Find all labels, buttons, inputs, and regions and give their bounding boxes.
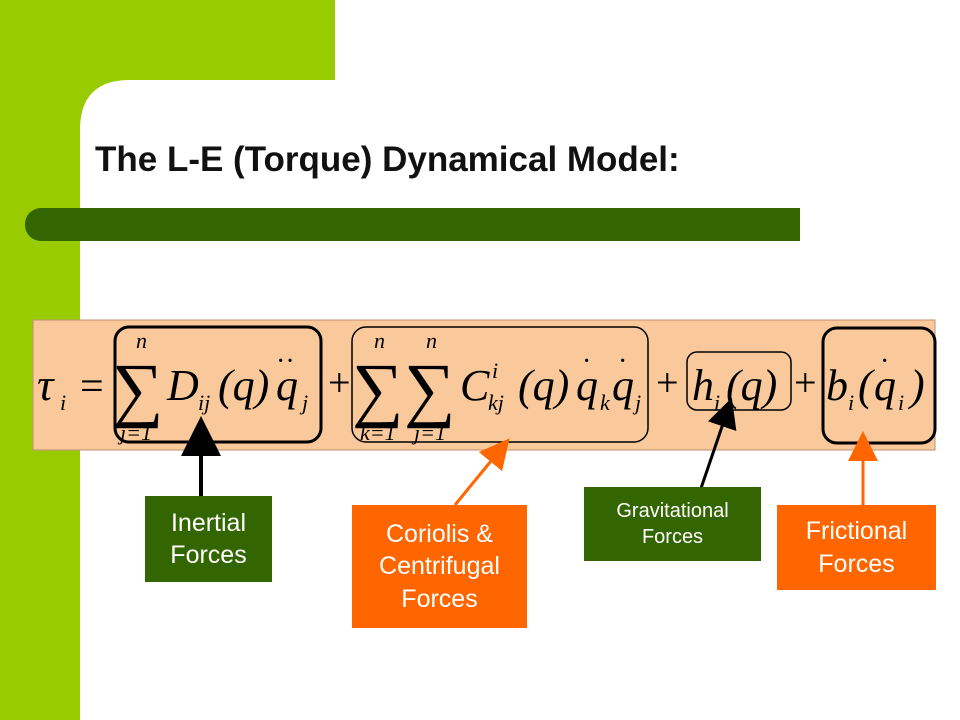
coriolis-label-line1: Coriolis &: [386, 519, 493, 548]
friction-velocity-sub: i: [898, 390, 904, 415]
gravitational-label-line2: Forces: [641, 526, 704, 548]
friction-velocity: q: [874, 361, 896, 410]
coriolis-forces-label: Coriolis & Centrifugal Forces: [352, 505, 527, 628]
sum1-upper-limit: n: [136, 328, 147, 353]
plus-sign-2: +: [656, 360, 679, 405]
gravity-arrow: [695, 397, 737, 501]
frictional-label-line1: Frictional: [805, 517, 908, 545]
sum2b-lower-limit: j=1: [411, 420, 446, 445]
inertia-coefficient-sub: ij: [198, 390, 210, 415]
sum2a-upper-limit: n: [374, 328, 385, 353]
sum2a-symbol: ∑: [352, 349, 403, 429]
gravitational-label-line1: Gravitational: [616, 500, 729, 522]
acceleration-sub: j: [299, 390, 308, 415]
velocity-j: q: [612, 361, 634, 410]
plus-sign-3: +: [794, 360, 817, 405]
coriolis-arrow: [453, 438, 510, 506]
coriolis-coefficient: C: [460, 361, 490, 410]
gravitational-forces-label: Gravitational Forces: [584, 487, 761, 561]
title-underline-bar-square-end: [60, 208, 800, 241]
coriolis-coefficient-sup: i: [492, 358, 498, 383]
acceleration-dots: ··: [276, 346, 295, 377]
frictional-forces-label: Frictional Forces: [777, 505, 936, 590]
velocity-k: q: [576, 361, 598, 410]
sum1-lower-limit: j=1: [117, 420, 152, 445]
sum1-symbol: ∑: [112, 349, 163, 429]
slide-title: The L-E (Torque) Dynamical Model:: [95, 140, 680, 179]
velocity-j-dot: ·: [618, 346, 627, 377]
velocity-k-sub: k: [600, 390, 611, 415]
friction-close-paren: ): [907, 361, 925, 410]
gravity-function: h: [692, 361, 714, 410]
inertial-label-line1: Inertial: [170, 508, 247, 537]
coriolis-label-line2: Centrifugal: [379, 552, 500, 581]
panel-corner: [80, 80, 130, 130]
sum2b-upper-limit: n: [426, 328, 437, 353]
plus-sign-1: +: [328, 360, 351, 405]
tau-subscript: i: [60, 390, 66, 415]
gravity-function-sub: i: [714, 390, 720, 415]
equals-sign: =: [80, 364, 104, 410]
gravity-term-box: [686, 351, 792, 411]
coriolis-argument: (q): [518, 361, 569, 410]
velocity-k-dot: ·: [582, 346, 591, 377]
acceleration-q: q: [276, 361, 298, 410]
friction-open-paren: (: [858, 361, 875, 410]
friction-function: b: [826, 361, 848, 410]
inertia-argument: (q): [218, 361, 269, 410]
velocity-j-sub: j: [632, 390, 641, 415]
coriolis-coefficient-sub: kj: [488, 390, 504, 415]
inertia-coefficient: D: [166, 361, 199, 410]
sum2b-symbol: ∑: [404, 349, 455, 429]
coriolis-label-line3: Forces: [401, 584, 478, 613]
top-green-panel: [80, 0, 335, 80]
friction-velocity-dot: ·: [880, 346, 889, 377]
friction-term-box: [821, 326, 937, 445]
friction-function-sub: i: [848, 390, 854, 415]
inertial-label-line2: Forces: [170, 541, 247, 569]
sum2a-lower-limit: k=1: [360, 420, 396, 445]
inertial-forces-label: Inertial Forces: [145, 496, 272, 582]
gravity-argument: (q): [726, 361, 777, 410]
frictional-label-line2: Forces: [818, 549, 895, 578]
tau-symbol: τ: [37, 359, 55, 410]
